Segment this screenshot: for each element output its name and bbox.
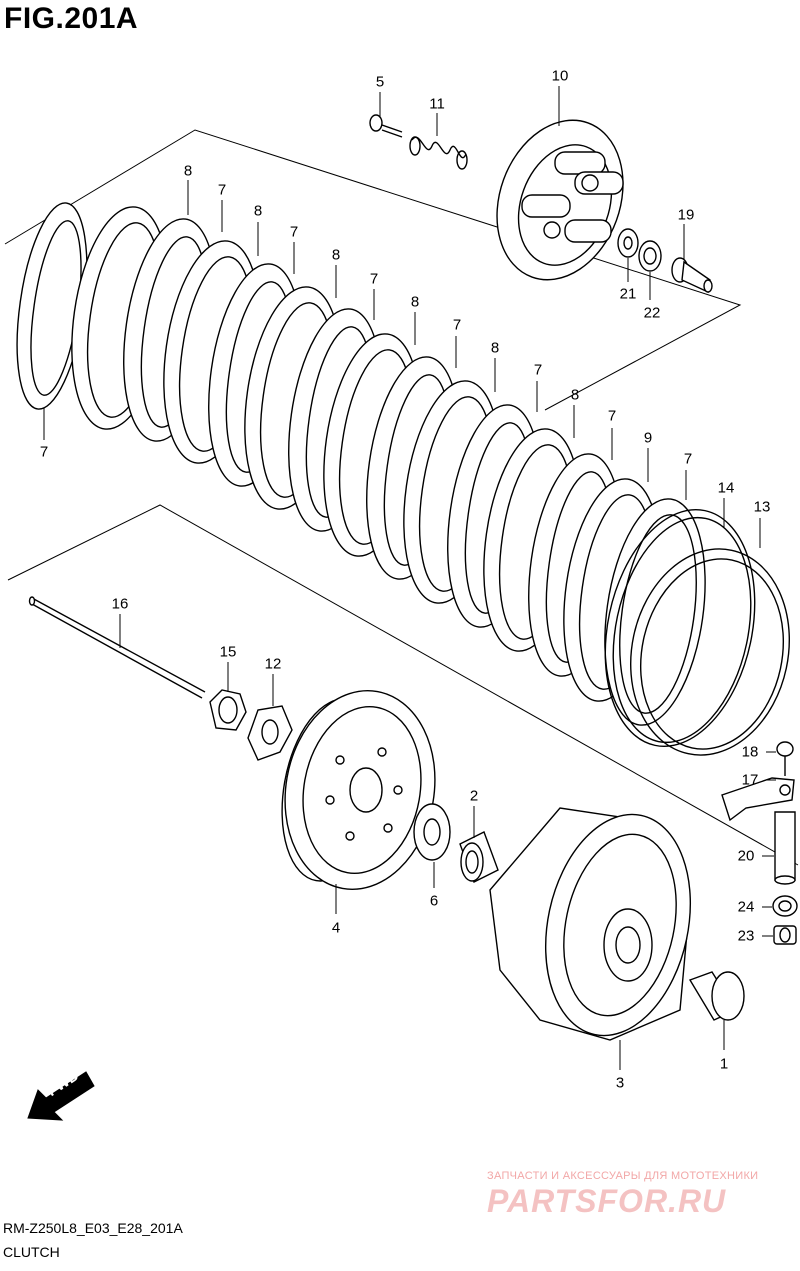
callout-label: 11 bbox=[429, 95, 445, 113]
callout-label: 7 bbox=[289, 223, 299, 241]
callout-label: 21 bbox=[619, 285, 637, 303]
callout-label: 8 bbox=[331, 246, 341, 264]
callout-label: 8 bbox=[253, 202, 263, 220]
shaft-20 bbox=[774, 811, 796, 885]
bearing-22 bbox=[638, 240, 662, 272]
plate-stack bbox=[16, 202, 706, 726]
callout-label: 20 bbox=[737, 847, 755, 865]
callout-label: 14 bbox=[717, 479, 735, 497]
callout-label: 7 bbox=[452, 316, 462, 334]
callout-label: 3 bbox=[615, 1074, 625, 1092]
upper-frame bbox=[4, 129, 742, 411]
ring-14 bbox=[604, 508, 756, 748]
callout-label: 13 bbox=[753, 498, 771, 516]
washer-12 bbox=[247, 705, 293, 761]
callout-label: 7 bbox=[39, 443, 49, 461]
washer-6 bbox=[413, 803, 451, 861]
bolt-5 bbox=[369, 114, 403, 138]
callout-label: 8 bbox=[183, 162, 193, 180]
figure-title: FIG.201A bbox=[4, 2, 139, 35]
callout-label: 23 bbox=[737, 927, 755, 945]
plate-17 bbox=[721, 777, 795, 822]
callout-label: 8 bbox=[410, 293, 420, 311]
callout-label: 7 bbox=[683, 450, 693, 468]
callout-label: 24 bbox=[737, 898, 755, 916]
leader-lines bbox=[43, 86, 776, 1070]
spring-11 bbox=[409, 136, 468, 170]
callout-label: 4 bbox=[331, 919, 341, 937]
figure-code: RM-Z250L8_E03_E28_201A bbox=[3, 1220, 183, 1236]
bearing-23 bbox=[773, 925, 797, 945]
bolt-18 bbox=[776, 741, 794, 776]
callout-label: 6 bbox=[429, 892, 439, 910]
callout-label: 7 bbox=[369, 270, 379, 288]
watermark-tagline: ЗАПЧАСТИ И АКСЕССУАРЫ ДЛЯ МОТОТЕХНИКИ bbox=[487, 1170, 759, 1182]
callout-label: 15 bbox=[219, 643, 237, 661]
callout-label: 10 bbox=[551, 67, 569, 85]
callout-label: 18 bbox=[741, 743, 759, 761]
callout-label: 12 bbox=[264, 655, 282, 673]
lifter-19 bbox=[671, 257, 713, 294]
watermark-brand: PARTSFOR.RU bbox=[487, 1183, 727, 1219]
callout-label: 22 bbox=[643, 304, 661, 322]
callout-label: 19 bbox=[677, 206, 695, 224]
callout-label: 5 bbox=[375, 73, 385, 91]
ring-13 bbox=[629, 548, 791, 756]
push-rod-16 bbox=[28, 596, 206, 699]
callout-label: 8 bbox=[570, 386, 580, 404]
spacer-1 bbox=[688, 971, 745, 1021]
callout-label: 16 bbox=[111, 595, 129, 613]
figure-caption: CLUTCH bbox=[3, 1244, 60, 1260]
callout-label: 7 bbox=[217, 181, 227, 199]
fwd-arrow-icon bbox=[27, 1071, 95, 1121]
callout-label: 9 bbox=[643, 429, 653, 447]
callout-label: 2 bbox=[469, 787, 479, 805]
callout-label: 7 bbox=[607, 407, 617, 425]
washer-21 bbox=[617, 228, 639, 258]
oil-seal-24 bbox=[772, 895, 798, 917]
callout-label: 7 bbox=[533, 361, 543, 379]
callout-label: 17 bbox=[741, 771, 759, 789]
callout-label: 8 bbox=[490, 339, 500, 357]
lower-frame bbox=[7, 504, 799, 866]
needle-bearing-2 bbox=[459, 831, 499, 883]
nut-15 bbox=[209, 689, 247, 731]
sleeve-hub-4 bbox=[281, 689, 436, 891]
pressure-plate bbox=[496, 119, 624, 281]
callout-label: 1 bbox=[719, 1055, 729, 1073]
clutch-housing-3 bbox=[489, 807, 692, 1041]
